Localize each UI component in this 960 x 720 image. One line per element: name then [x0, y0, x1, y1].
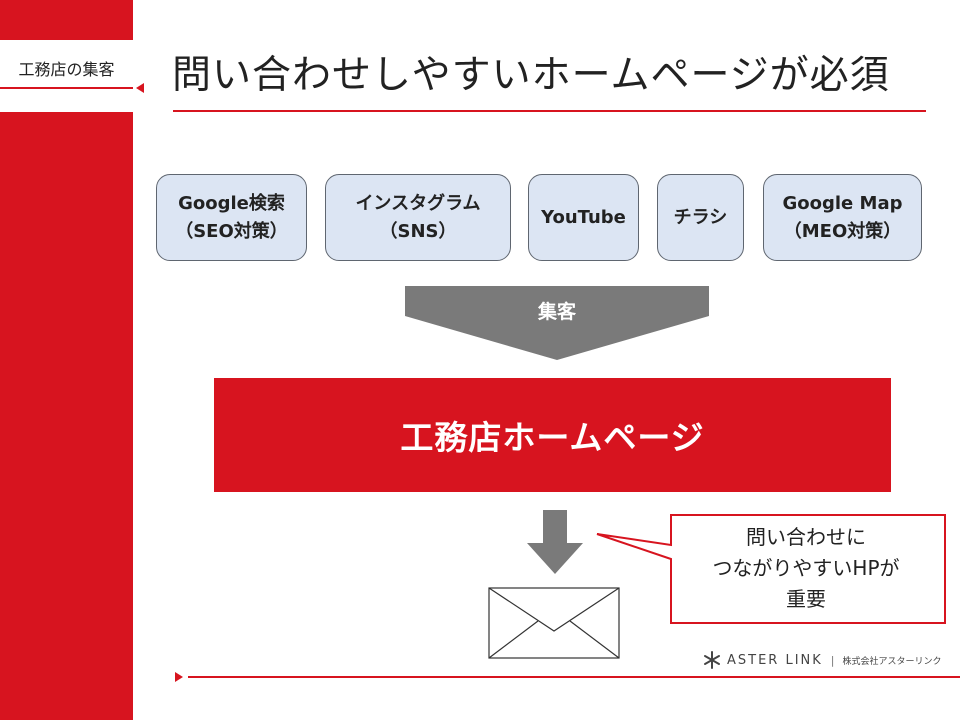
- funnel-arrow-icon: [405, 286, 709, 360]
- section-label: 工務店の集客: [18, 60, 115, 79]
- channel-label: Google Map: [782, 192, 903, 214]
- channel-label: Google検索: [178, 192, 285, 214]
- channel-label: インスタグラム: [355, 192, 481, 214]
- sidebar-top-bar: [0, 0, 133, 40]
- channel-google-map: Google Map （MEO対策）: [763, 174, 922, 261]
- homepage-label: 工務店ホームページ: [400, 418, 705, 457]
- channel-google-search: Google検索 （SEO対策）: [156, 174, 307, 261]
- channel-instagram: インスタグラム （SNS）: [325, 174, 511, 261]
- sidebar-bar: [0, 112, 133, 720]
- callout-line: つながりやすいHPが: [712, 555, 900, 580]
- channel-sublabel: （SNS）: [379, 220, 457, 242]
- callout-line: 問い合わせに: [746, 524, 866, 549]
- section-label-underline: [0, 87, 133, 89]
- callout-bubble: [596, 514, 946, 624]
- asterisk-logo-icon: [704, 651, 720, 669]
- section-pointer-icon: [136, 83, 144, 93]
- envelope-icon: [488, 587, 620, 659]
- channel-sublabel: （MEO対策）: [783, 220, 902, 242]
- channel-label: YouTube: [541, 206, 626, 228]
- channel-youtube: YouTube: [528, 174, 639, 261]
- callout-line: 重要: [786, 586, 826, 611]
- logo-separator: |: [830, 653, 835, 667]
- footer-divider: [188, 676, 960, 678]
- channel-flyer: チラシ: [657, 174, 744, 261]
- footer-pointer-icon: [175, 672, 183, 682]
- logo-name: ASTER LINK: [727, 652, 823, 668]
- channel-label: チラシ: [673, 206, 728, 228]
- down-arrow-icon: [527, 510, 583, 574]
- title-divider: [173, 110, 926, 112]
- homepage-box: 工務店ホームページ: [214, 378, 891, 492]
- callout-text: 問い合わせに つながりやすいHPが 重要: [672, 520, 940, 616]
- company-logo: ASTER LINK | 株式会社アスターリンク: [703, 649, 942, 671]
- funnel-label: 集客: [537, 301, 576, 323]
- logo-company-name: 株式会社アスターリンク: [842, 656, 942, 667]
- channel-sublabel: （SEO対策）: [175, 220, 288, 242]
- page-title: 問い合わせしやすいホームページが必須: [172, 53, 890, 98]
